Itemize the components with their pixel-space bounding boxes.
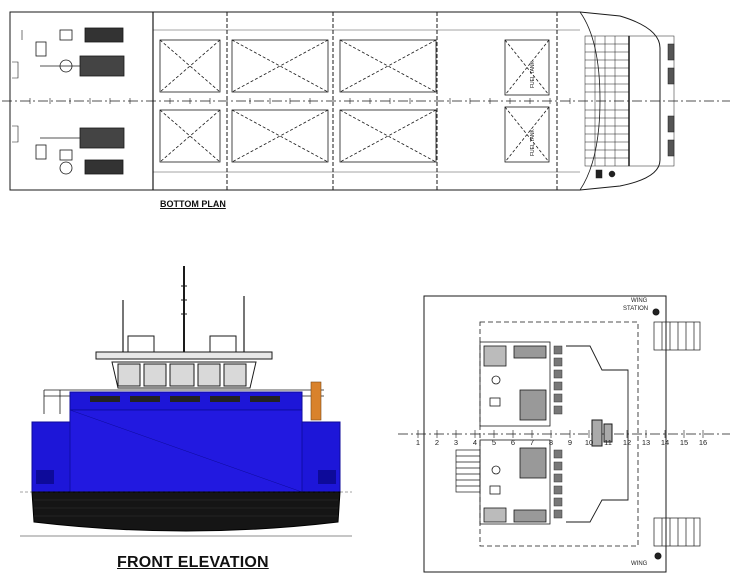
- stairs-bottom-right: [653, 517, 701, 547]
- frame-number-5: 5: [491, 438, 497, 447]
- frame-number-9: 9: [567, 438, 573, 447]
- frame-number-13: 13: [641, 438, 651, 447]
- wing-station-label-top-line2: STATION: [623, 306, 649, 312]
- deck-plan-drawing: [398, 295, 730, 573]
- bow-ramp: [584, 35, 675, 179]
- frame-number-11: 11: [604, 438, 612, 447]
- hull-black-section: [31, 491, 341, 532]
- wing-station-label-bottom: WING: [631, 561, 648, 567]
- bottom-plan-title: BOTTOM PLAN: [160, 199, 226, 209]
- bottom-plan-hull-outline: [9, 11, 661, 191]
- frame-number-7: 7: [529, 438, 535, 447]
- wing-station-label-top-line1: WING: [631, 298, 648, 304]
- cabin-lower: [479, 439, 551, 525]
- seat-rows: [553, 345, 563, 519]
- vent-grilles: [90, 396, 280, 402]
- frame-number-1: 1: [415, 438, 421, 447]
- front-elevation-title: FRONT ELEVATION: [117, 554, 269, 571]
- cabin-upper: [479, 341, 551, 427]
- frame-number-15: 15: [679, 438, 689, 447]
- stairs-top-right: [653, 321, 701, 351]
- front-elevation-drawing: [20, 266, 352, 537]
- wheelhouse-console: [566, 345, 629, 523]
- frame-number-12: 12: [622, 438, 632, 447]
- frame-number-3: 3: [453, 438, 459, 447]
- fuel-tank-label-lower: FUEL TANK: [530, 129, 536, 156]
- tank-compartments: [159, 39, 550, 163]
- frame-number-8: 8: [548, 438, 554, 447]
- fuel-tank-label-upper: FUEL TANK: [530, 61, 536, 88]
- frame-number-10: 10: [584, 438, 594, 447]
- frame-number-14: 14: [660, 438, 670, 447]
- bottom-plan-frame-ticks: [29, 98, 571, 104]
- bottom-plan-bow-inner: [579, 11, 601, 191]
- frame-number-4: 4: [472, 438, 478, 447]
- orange-equipment: [310, 381, 322, 421]
- engine-lower: [35, 127, 125, 175]
- frame-number-6: 6: [510, 438, 516, 447]
- wheelhouse-windows: [111, 361, 257, 389]
- frame-number-2: 2: [434, 438, 440, 447]
- engine-upper: [35, 27, 125, 77]
- bottom-plan-drawing: [2, 11, 730, 191]
- stairs-left: [455, 449, 481, 493]
- wheelhouse-roof: [95, 351, 273, 360]
- frame-number-16: 16: [698, 438, 708, 447]
